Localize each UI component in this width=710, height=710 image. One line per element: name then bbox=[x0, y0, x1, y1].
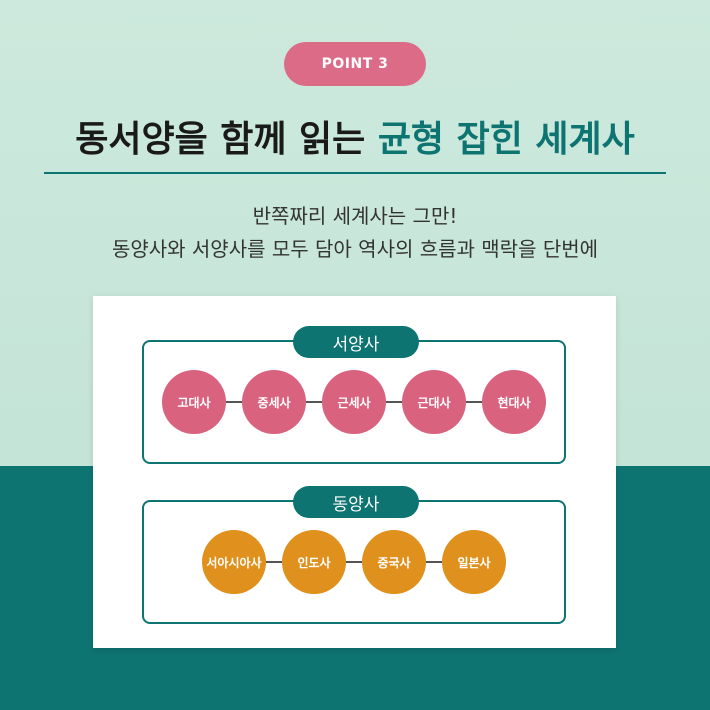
timeline-connector bbox=[346, 561, 362, 563]
west-node-early-modern: 근세사 bbox=[322, 370, 386, 434]
timeline-connector bbox=[226, 401, 242, 403]
headline-accent: 균형 잡힌 세계사 bbox=[377, 119, 635, 160]
subtitle-line-1: 반쪽짜리 세계사는 그만! bbox=[252, 204, 458, 228]
timeline-connector bbox=[306, 401, 322, 403]
west-node-contemporary: 현대사 bbox=[482, 370, 546, 434]
point-badge: POINT 3 bbox=[284, 42, 426, 86]
western-history-timeline: 고대사 중세사 근세사 근대사 현대사 bbox=[144, 368, 564, 436]
eastern-history-timeline: 서아시아사 인도사 중국사 일본사 bbox=[144, 528, 564, 596]
west-node-modern: 근대사 bbox=[402, 370, 466, 434]
timeline-connector bbox=[466, 401, 482, 403]
headline: 동서양을 함께 읽는 균형 잡힌 세계사 bbox=[0, 110, 710, 162]
timeline-connector bbox=[386, 401, 402, 403]
western-history-panel: 서양사 고대사 중세사 근세사 근대사 현대사 bbox=[142, 326, 566, 464]
diagram-card: 서양사 고대사 중세사 근세사 근대사 현대사 동양사 서아시아사 인도사 중국… bbox=[93, 296, 616, 648]
subtitle-line-2: 동양사와 서양사를 모두 담아 역사의 흐름과 맥락을 단번에 bbox=[111, 237, 599, 261]
eastern-history-label: 동양사 bbox=[293, 486, 419, 518]
west-node-ancient: 고대사 bbox=[162, 370, 226, 434]
timeline-connector bbox=[426, 561, 442, 563]
east-node-japan: 일본사 bbox=[442, 530, 506, 594]
timeline-connector bbox=[266, 561, 282, 563]
east-node-west-asia: 서아시아사 bbox=[202, 530, 266, 594]
east-node-india: 인도사 bbox=[282, 530, 346, 594]
west-node-medieval: 중세사 bbox=[242, 370, 306, 434]
headline-main: 동서양을 함께 읽는 bbox=[75, 119, 378, 160]
east-node-china: 중국사 bbox=[362, 530, 426, 594]
headline-underline bbox=[44, 172, 666, 174]
eastern-history-panel: 동양사 서아시아사 인도사 중국사 일본사 bbox=[142, 486, 566, 624]
western-history-label: 서양사 bbox=[293, 326, 419, 358]
